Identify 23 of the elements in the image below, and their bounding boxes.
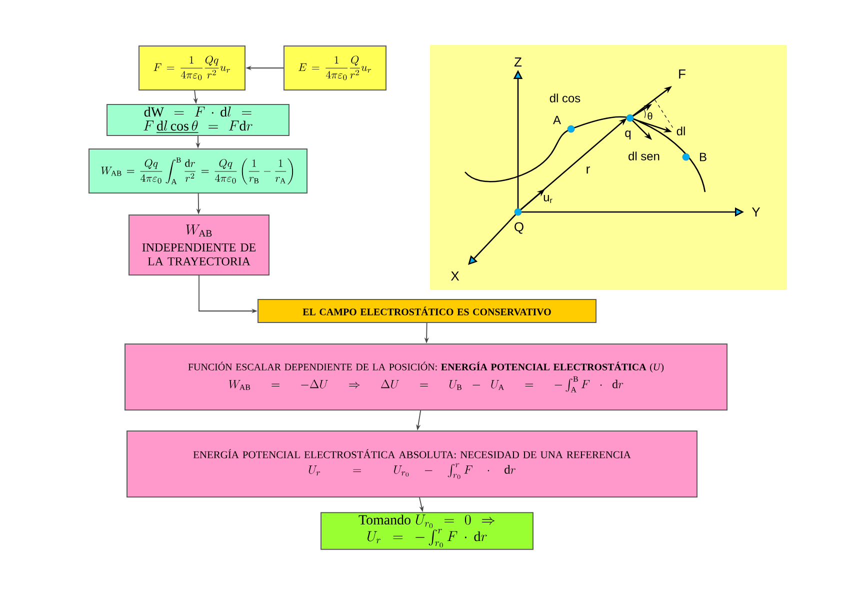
- vector-label: r: [586, 166, 590, 174]
- axis-label: X: [450, 272, 460, 280]
- point-label: q: [625, 130, 631, 140]
- formula-box: $W_{\mathrm{AB}}=\frac{Qq}{4\pi\varepsilon_0}\int_{\mathrm{A}}^{\mathrm{B}}\frac{\mathrm{d}r}{r^2}=\frac{Qq}{4\pi\varepsilon_0}\left(\frac{1}{r_{\mathrm{B}}}-\frac{1}{r_{\mathrm{A}}}\right)$: [88, 148, 308, 194]
- point-label: B: [700, 152, 706, 162]
- text-box: EL CAMPO ELECTROSTÁTICO ES CONSERVATIVO: [258, 299, 596, 323]
- formula-box: $\mbox{Tomando }U_{r_0}=0\Rightarrow U_r=-\int_{r_0}^{r}F\cdot\mathrm{d}r$: [320, 512, 534, 550]
- vector-label: dl sen: [628, 152, 660, 160]
- vector-label: dl cos: [550, 94, 580, 102]
- vector-label: dl: [676, 126, 685, 136]
- formula-box: $\mathrm{dW}=F\cdot\mathrm{d}l=F\,\underline{\mathrm{d}l\cos\theta}=F\mathrm{d}r$: [106, 104, 290, 136]
- point-label: A: [553, 116, 561, 124]
- point-label: Q: [514, 222, 524, 234]
- vector-label: u$_{r}$: [544, 194, 552, 204]
- text-box: $W_{\mathrm{AB}}$ INDEPENDIENTE DE LA TRAYECTORIA: [128, 214, 270, 276]
- angle-label: θ: [648, 112, 652, 120]
- text-box: ENERGÍA POTENCIAL ELECTROSTÁTICA ABSOLUTA: NECESIDAD DE UNA REFERENCIA $U_r=U_{r_0}-\int_{r_0}^{r}F\cdot\mathrm{d}r$: [126, 430, 698, 498]
- axis-label: Z: [514, 58, 522, 66]
- formula-box: $E=\frac{1}{4\pi\varepsilon_0}\frac{Q}{r^2}u_r$: [284, 46, 386, 90]
- vector-label: F: [679, 70, 686, 78]
- text-box: FUNCIÓN ESCALAR DEPENDIENTE DE LA POSICIÓN: ENERGÍA POTENCIAL ELECTROSTÁTICA (U) $W_{\mathrm{AB}}=-\Delta U\Rightarrow\Delta U=U_{\mathrm{B}}-U_{\mathrm{A}}=-\int_{\mathrm{A}}^{\mathrm{B}}F\cdot\mathrm{d}r$: [124, 344, 728, 410]
- formula-box: $F=\frac{1}{4\pi\varepsilon_0}\frac{Qq}{r^2}u_r$: [138, 46, 246, 90]
- axis-label: Y: [752, 208, 760, 216]
